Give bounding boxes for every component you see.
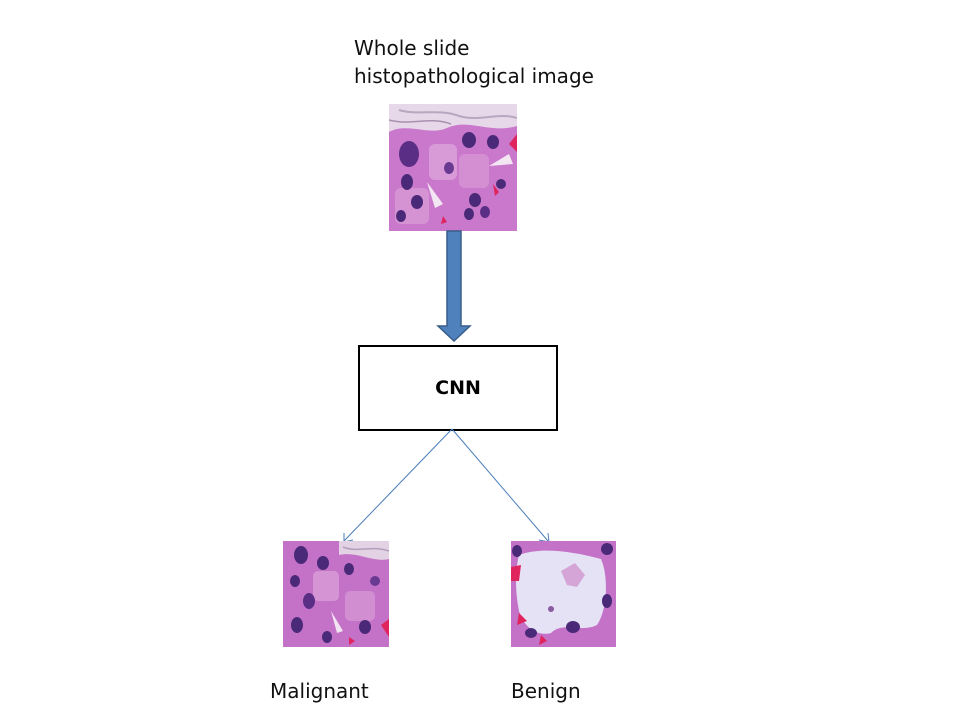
benign-label: Benign bbox=[511, 679, 581, 703]
cnn-label: CNN bbox=[435, 377, 481, 399]
benign-histology-image bbox=[511, 541, 616, 647]
malignant-histology-image bbox=[283, 541, 389, 647]
input-label-line1: Whole slide bbox=[354, 36, 470, 60]
malignant-label: Malignant bbox=[270, 679, 369, 703]
branch-arrows bbox=[343, 428, 550, 543]
input-label-line2: histopathological image bbox=[354, 64, 594, 88]
down-arrow-icon bbox=[436, 230, 472, 342]
cnn-box: CNN bbox=[358, 345, 558, 431]
input-histology-image bbox=[389, 104, 517, 231]
